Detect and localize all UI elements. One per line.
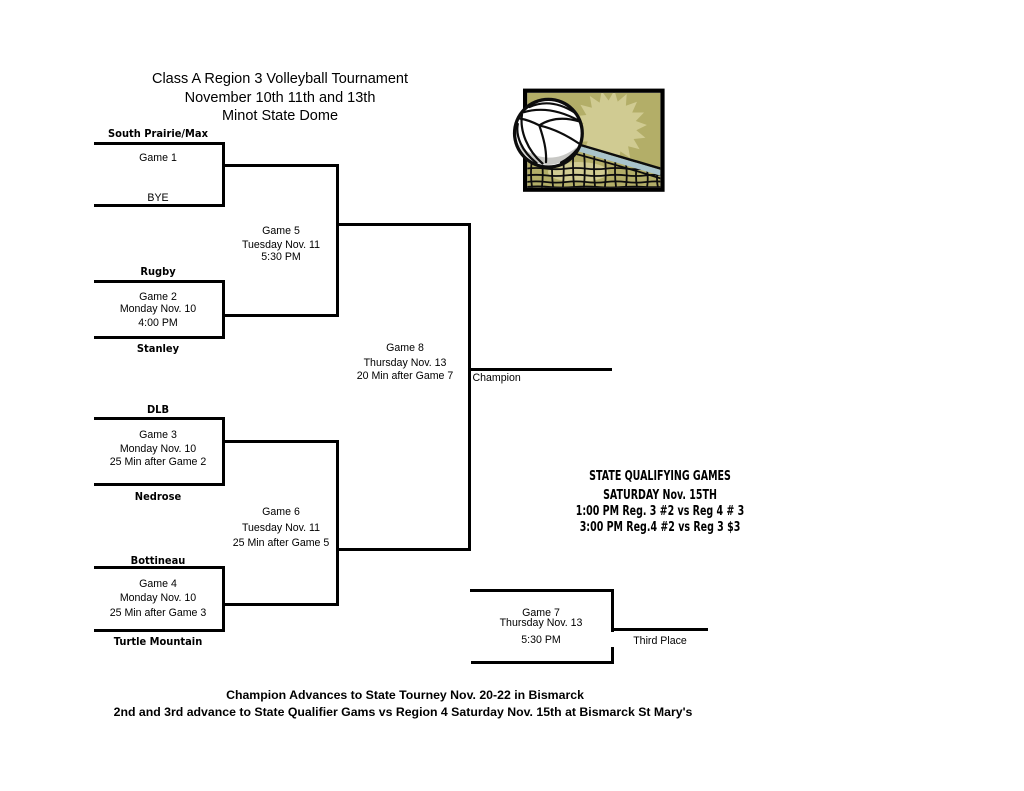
team-bye: BYE bbox=[147, 191, 169, 204]
team-rugby: Rugby bbox=[140, 265, 176, 278]
qualifying-date: SATURDAY Nov. 15TH bbox=[603, 488, 717, 504]
game4-label: Game 4 bbox=[139, 578, 177, 591]
game5-vertical-line bbox=[336, 164, 339, 317]
game6-label: Game 6 bbox=[262, 505, 300, 518]
volleyball bbox=[512, 97, 584, 169]
champion-line bbox=[471, 368, 612, 371]
game2-bottom-line bbox=[93, 336, 225, 340]
net-cable bbox=[577, 142, 661, 170]
qualifying-title: STATE QUALIFYING GAMES bbox=[589, 469, 731, 484]
game3-time: 25 Min after Game 2 bbox=[109, 455, 207, 468]
game4-date: Monday Nov. 10 bbox=[119, 592, 197, 605]
volleyball-net bbox=[527, 149, 661, 188]
game8-time: 20 Min after Game 7 bbox=[356, 369, 454, 382]
third-place-label: Third Place bbox=[633, 634, 687, 647]
game4-time: 25 Min after Game 3 bbox=[109, 607, 207, 620]
game8-vertical-line bbox=[468, 223, 471, 552]
game8-label: Game 8 bbox=[386, 342, 424, 355]
game1-label: Game 1 bbox=[139, 152, 177, 165]
game3-top-line bbox=[93, 417, 225, 421]
game2-top-line bbox=[93, 280, 225, 283]
game7-vertical-lower-line bbox=[610, 646, 614, 664]
champion-label: Champion bbox=[472, 371, 521, 384]
page-title: Class A Region 3 Volleyball Tournament bbox=[151, 71, 409, 88]
game3-vertical-line bbox=[221, 417, 225, 487]
game3-connector-line bbox=[224, 439, 339, 443]
game5-connector-line bbox=[336, 223, 471, 226]
game4-top-line bbox=[93, 566, 225, 570]
game7-top-line bbox=[469, 589, 614, 593]
game1-bottom-line bbox=[93, 203, 225, 207]
net-band bbox=[577, 145, 661, 176]
game7-date: Thursday Nov. 13 bbox=[499, 617, 583, 630]
team-bottineau: Bottineau bbox=[130, 553, 186, 567]
game7-label: Game 7 bbox=[522, 607, 560, 620]
team-turtle-mountain: Turtle Mountain bbox=[113, 634, 203, 648]
qualifying-game1: 1:00 PM Reg. 3 #2 vs Reg 4 # 3 bbox=[575, 504, 745, 520]
team-nedrose: Nedrose bbox=[134, 489, 182, 503]
game5-date: Tuesday Nov. 11 bbox=[241, 238, 321, 251]
game2-label: Game 2 bbox=[139, 290, 177, 303]
team-dlb: DLB bbox=[146, 403, 170, 417]
game6-time: 25 Min after Game 5 bbox=[232, 536, 330, 549]
game1-vertical-line bbox=[221, 142, 225, 207]
game1-connector-line bbox=[224, 164, 339, 167]
team-south-prairie-max: South Prairie/Max bbox=[108, 127, 208, 141]
team-stanley: Stanley bbox=[136, 342, 180, 355]
sunburst bbox=[573, 92, 647, 164]
footer-champion-note: Champion Advances to State Tourney Nov. … bbox=[226, 688, 584, 703]
game7-vertical-upper-line bbox=[610, 589, 614, 632]
game5-label: Game 5 bbox=[262, 224, 300, 237]
game2-date: Monday Nov. 10 bbox=[119, 303, 197, 316]
game2-vertical-line bbox=[221, 280, 225, 340]
third-place-line bbox=[610, 628, 708, 632]
game3-date: Monday Nov. 10 bbox=[119, 443, 197, 456]
game6-date: Tuesday Nov. 11 bbox=[241, 521, 321, 534]
game4-vertical-line bbox=[221, 566, 225, 633]
game2-connector-line bbox=[224, 313, 339, 317]
game5-time: 5:30 PM bbox=[261, 251, 301, 264]
qualifying-game2: 3:00 PM Reg.4 #2 vs Reg 3 $3 bbox=[579, 520, 741, 536]
game4-bottom-line bbox=[93, 629, 225, 633]
game8-date: Thursday Nov. 13 bbox=[363, 357, 447, 370]
game2-time: 4:00 PM bbox=[138, 316, 178, 329]
game7-bottom-line bbox=[470, 661, 614, 664]
volleyball-clipart bbox=[512, 88, 665, 192]
footer-qualifier-note: 2nd and 3rd advance to State Qualifier G… bbox=[113, 705, 693, 720]
title-dates: November 10th 11th and 13th bbox=[184, 89, 376, 106]
game7-time: 5:30 PM bbox=[521, 633, 561, 646]
game1-top-line bbox=[93, 142, 225, 146]
game6-connector-line bbox=[335, 548, 471, 552]
game4-connector-line bbox=[224, 603, 339, 607]
game3-label: Game 3 bbox=[139, 429, 177, 441]
game3-bottom-line bbox=[93, 483, 225, 487]
game6-vertical-line bbox=[335, 439, 339, 607]
title-venue: Minot State Dome bbox=[221, 107, 339, 124]
